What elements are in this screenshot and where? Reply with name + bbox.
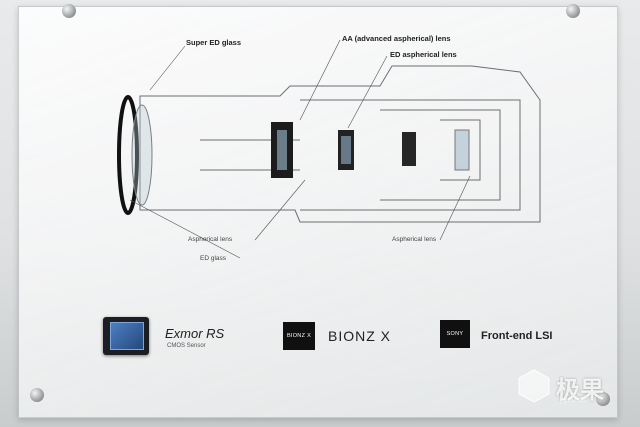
label-ed-aspherical: ED aspherical lens bbox=[390, 50, 457, 59]
exmor-rs-subtitle: CMOS Sensor bbox=[167, 343, 206, 349]
bionz-chip-badge: BIONZ X bbox=[283, 322, 315, 350]
watermark-title: 极果 bbox=[556, 377, 604, 404]
label-aspherical-left: Aspherical lens bbox=[188, 236, 233, 243]
panel-mount-top-left bbox=[62, 4, 76, 18]
aa-lens-element bbox=[271, 122, 293, 178]
label-super-ed-glass: Super ED glass bbox=[186, 38, 242, 47]
rear-lens-group bbox=[402, 129, 470, 171]
panel-mount-bottom-left bbox=[30, 388, 44, 402]
panel-mount-top-right bbox=[566, 4, 580, 18]
ed-aspherical-element bbox=[338, 130, 354, 170]
hexagon-logo-icon bbox=[518, 369, 550, 403]
label-aspherical-right: Aspherical lens bbox=[392, 236, 437, 243]
label-ed-glass: ED glass bbox=[200, 255, 227, 262]
front-end-lsi-title: Front-end LSI bbox=[481, 330, 553, 342]
cmos-sensor-image bbox=[103, 317, 149, 355]
bionz-x-title: BIONZ X bbox=[328, 328, 392, 344]
camera-body-outline bbox=[139, 65, 541, 223]
label-aa-lens: AA (advanced aspherical) lens bbox=[342, 34, 451, 43]
exmor-rs-title: Exmor RS bbox=[165, 326, 225, 341]
sony-chip-badge: SONY bbox=[440, 320, 470, 348]
leader-lines bbox=[129, 39, 471, 259]
watermark-subtitle: jiguo.com bbox=[560, 398, 586, 404]
front-lens-element bbox=[117, 95, 153, 215]
panel-mount-bottom-right bbox=[596, 392, 610, 406]
